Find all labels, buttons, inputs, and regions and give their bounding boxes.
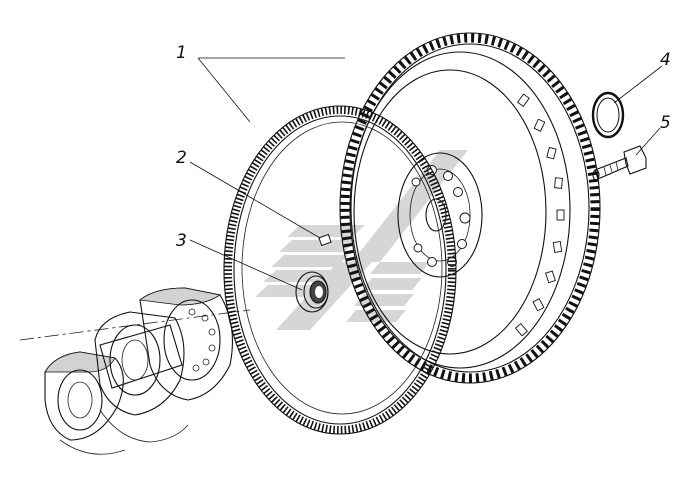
- leader-lines: [189, 57, 663, 291]
- callout-3: 3: [176, 231, 187, 251]
- crankshaft: [19, 287, 251, 455]
- flywheel-ring-gear: [223, 105, 457, 435]
- callout-5: 5: [660, 113, 671, 133]
- callout-4: 4: [660, 50, 671, 70]
- flywheel: [339, 32, 601, 384]
- callout-1: 1: [176, 43, 187, 63]
- callout-2: 2: [176, 148, 187, 168]
- flywheel-bolt: [592, 145, 647, 181]
- dowel-pin: [318, 233, 332, 247]
- bearing: [295, 271, 329, 313]
- retaining-ring: [591, 91, 625, 139]
